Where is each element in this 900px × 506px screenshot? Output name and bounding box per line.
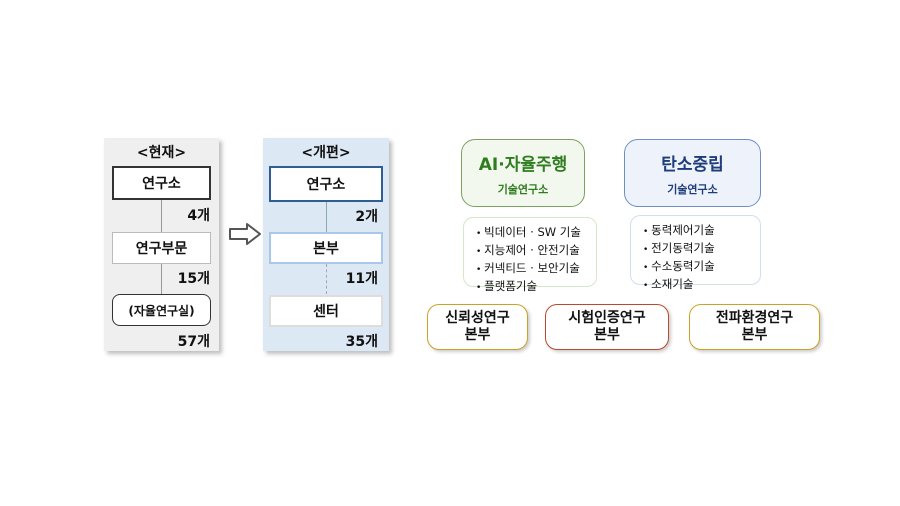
hq-line1: 시험인증연구 [568,310,646,326]
current-lab-box: (자율연구실) [112,294,211,326]
hq-line2: 본부 [464,327,491,343]
ai-institute-card: AI·자율주행 기술연구소 [461,139,585,207]
reform-panel-title: <개편> [301,145,351,161]
hq-line1: 신뢰성연구 [445,310,510,326]
list-item: 동력제어기술 [643,222,760,240]
reform-hq-box: 본부 [269,232,383,264]
list-item: 빅데이터 · SW 기술 [476,224,596,242]
carbon-feature-list: 동력제어기술 전기동력기술 수소동력기술 소재기술 [630,215,761,291]
list-item: 지능제어 · 안전기술 [476,242,596,260]
current-connector-1 [161,200,162,232]
list-item: 소재기술 [643,276,760,294]
current-panel-title: <현재> [136,145,187,161]
current-division-box: 연구부문 [112,232,211,264]
carbon-institute-name: 탄소중립 [661,154,724,175]
reform-institute-box: 연구소 [269,166,383,202]
reform-connector-2 [326,264,327,294]
reform-institute-count: 2개 [355,209,378,225]
radio-env-hq-card: 전파환경연구 본부 [689,304,820,350]
reliability-hq-card: 신뢰성연구 본부 [427,304,528,350]
right-arrow-icon [229,223,261,245]
reform-hq-count: 11개 [345,271,378,287]
list-item: 플랫폼기술 [476,278,596,296]
list-item: 수소동력기술 [643,258,760,276]
carbon-institute-sub: 기술연구소 [667,182,718,196]
hq-line2: 본부 [594,327,620,343]
reform-connector-1 [326,202,327,232]
testing-hq-card: 시험인증연구 본부 [545,304,669,350]
current-institute-count: 4개 [187,208,210,224]
reform-center-count: 35개 [345,334,378,350]
hq-line1: 전파환경연구 [715,310,794,326]
ai-institute-sub: 기술연구소 [497,182,549,196]
list-item: 커넥티드 · 보안기술 [476,260,596,278]
ai-feature-list: 빅데이터 · SW 기술 지능제어 · 안전기술 커넥티드 · 보안기술 플랫폼… [463,217,597,293]
current-lab-count: 57개 [177,334,210,350]
carbon-institute-card: 탄소중립 기술연구소 [624,139,761,207]
list-item: 전기동력기술 [643,240,760,258]
current-institute-box: 연구소 [112,166,211,200]
reform-center-box: 센터 [269,295,383,327]
hq-line2: 본부 [741,327,768,343]
ai-institute-name: AI·자율주행 [478,154,568,175]
current-division-count: 15개 [177,271,210,287]
current-connector-2 [161,264,162,294]
